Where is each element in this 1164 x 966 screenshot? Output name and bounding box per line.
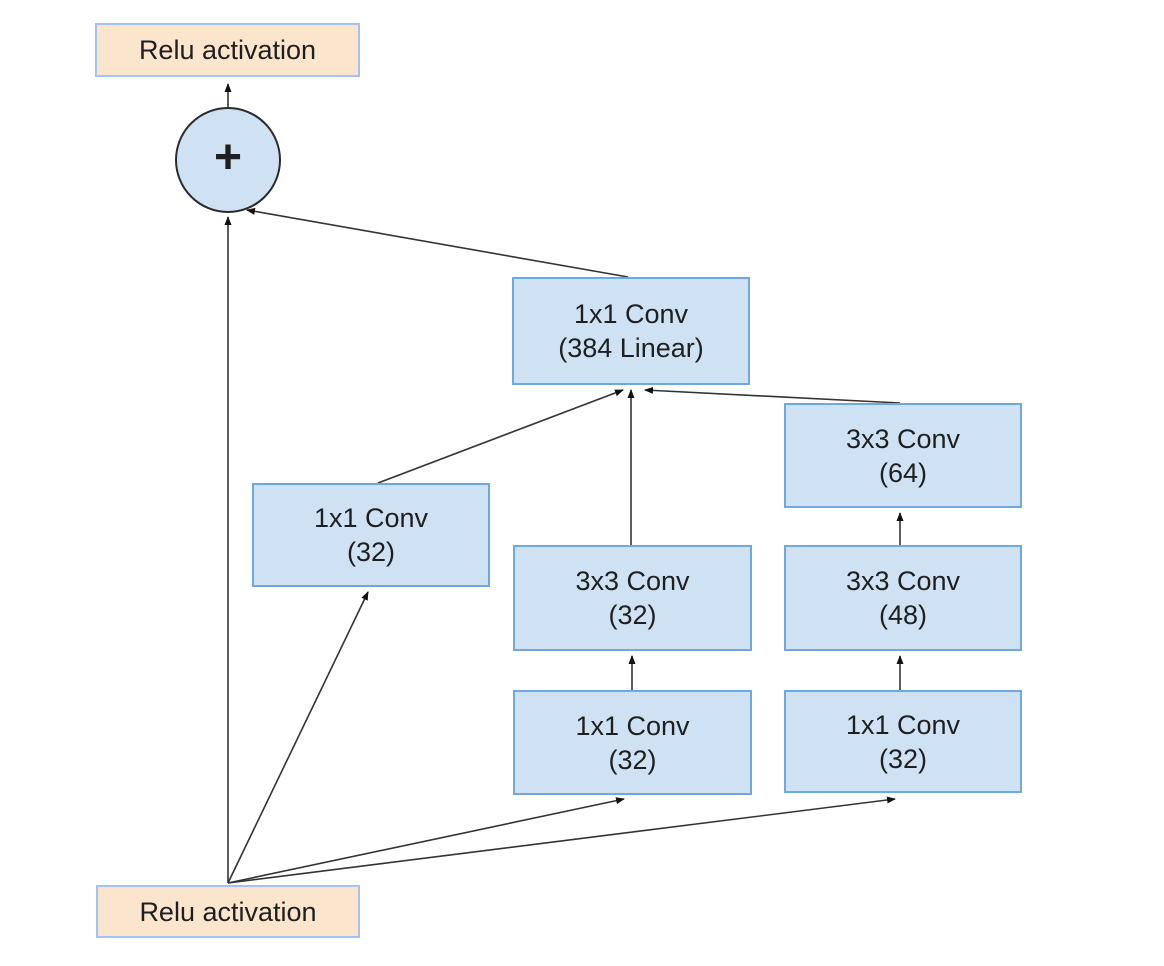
- relu-activation-top-box: Relu activation: [95, 23, 360, 77]
- branch3-conv-3x3-64-box: 3x3 Conv (64): [784, 403, 1022, 508]
- relu-activation-top-label: Relu activation: [138, 35, 317, 65]
- relu-activation-bottom-label: Relu activation: [139, 896, 317, 927]
- sum-node: +: [175, 107, 281, 213]
- arrow-conv384-to-sum: [246, 207, 629, 278]
- arrow-relu-bottom-to-branch1: [227, 591, 369, 884]
- branch1-conv-1x1-32-box: 1x1 Conv (32): [252, 483, 490, 587]
- arrow-branch3-to-conv384: [644, 386, 901, 404]
- branch2-conv-3x3-32-label: 3x3 Conv (32): [575, 566, 690, 630]
- arrow-branch1-to-conv384: [377, 389, 624, 484]
- conv-1x1-384-linear-label: 1x1 Conv (384 Linear): [558, 299, 704, 363]
- branch1-conv-1x1-32-label: 1x1 Conv (32): [313, 503, 429, 567]
- branch3-conv-3x3-48-box: 3x3 Conv (48): [784, 545, 1022, 651]
- arrow-relu-bottom-to-branch2: [227, 797, 625, 884]
- branch3-conv-1x1-32-label: 1x1 Conv (32): [845, 709, 961, 774]
- branch2-conv-1x1-32-label: 1x1 Conv (32): [575, 710, 690, 775]
- arrow-relu-bottom-to-branch3: [227, 796, 896, 884]
- branch3-conv-1x1-32-box: 1x1 Conv (32): [784, 690, 1022, 793]
- branch3-conv-3x3-48-label: 3x3 Conv (48): [845, 566, 961, 630]
- plus-icon: +: [213, 131, 243, 184]
- conv-1x1-384-linear-box: 1x1 Conv (384 Linear): [512, 277, 750, 385]
- branch2-conv-3x3-32-box: 3x3 Conv (32): [513, 545, 752, 651]
- relu-activation-bottom-box: Relu activation: [96, 885, 360, 938]
- branch2-conv-1x1-32-box: 1x1 Conv (32): [513, 690, 752, 795]
- branch3-conv-3x3-64-label: 3x3 Conv (64): [845, 423, 961, 488]
